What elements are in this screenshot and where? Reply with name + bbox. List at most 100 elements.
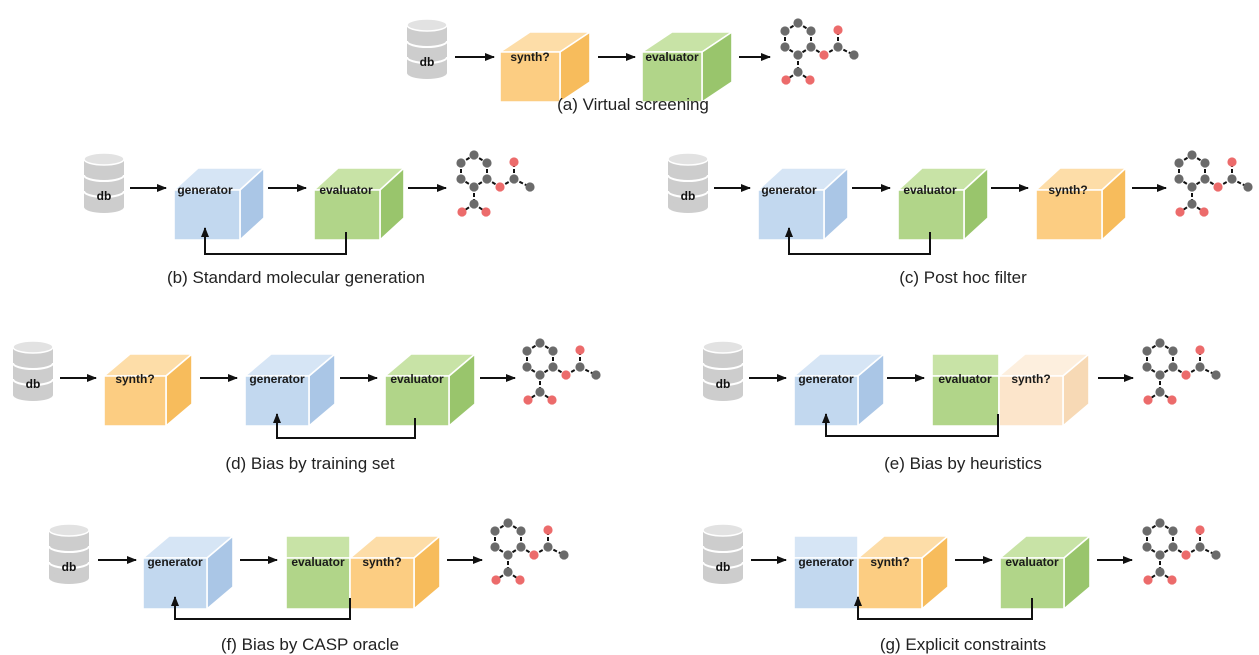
panel-b: db generator evaluator (b) Standard mole…	[83, 150, 535, 287]
carbon-atom	[1142, 346, 1152, 356]
molecule-icon	[1142, 518, 1221, 585]
oxygen-atom	[457, 207, 467, 217]
oxygen-atom	[1181, 550, 1191, 560]
db-band	[702, 545, 744, 553]
carbon-atom	[1243, 182, 1253, 192]
generator-label: generator	[761, 183, 817, 197]
carbon-atom	[522, 346, 532, 356]
db-top	[406, 18, 448, 32]
db-band	[83, 174, 125, 182]
db-label: db	[26, 377, 41, 391]
db-bottom	[407, 67, 447, 79]
evaluator-label: evaluator	[390, 372, 444, 386]
oxygen-atom	[805, 75, 815, 85]
molecule-icon	[780, 18, 859, 85]
synth-check-box	[349, 535, 441, 610]
molecule-icon	[1174, 150, 1253, 217]
carbon-atom	[456, 158, 466, 168]
generator-box	[244, 353, 336, 427]
oxygen-atom	[819, 50, 829, 60]
carbon-atom	[1155, 387, 1165, 397]
db-body	[49, 530, 89, 578]
feedback-loop-arrow	[201, 227, 347, 255]
carbon-atom	[490, 542, 500, 552]
carbon-atom	[1155, 567, 1165, 577]
carbon-atom	[1174, 158, 1184, 168]
caption-f: (f) Bias by CASP oracle	[221, 635, 399, 654]
db-band	[12, 378, 54, 386]
generator-box	[793, 535, 859, 610]
database-icon	[83, 152, 125, 213]
caption-d: (d) Bias by training set	[225, 454, 394, 473]
molecule-icon	[490, 518, 569, 585]
carbon-atom	[1211, 370, 1221, 380]
db-band	[667, 190, 709, 198]
carbon-atom	[1200, 174, 1210, 184]
caption-e: (e) Bias by heuristics	[884, 454, 1042, 473]
molecule-icon	[1142, 338, 1221, 405]
carbon-atom	[780, 26, 790, 36]
carbon-atom	[1187, 199, 1197, 209]
evaluator-box	[313, 167, 405, 241]
db-body	[407, 25, 447, 73]
carbon-atom	[548, 346, 558, 356]
carbon-atom	[1200, 158, 1210, 168]
oxygen-atom	[547, 395, 557, 405]
cube-front-face	[1035, 189, 1103, 241]
db-bottom	[703, 572, 743, 584]
carbon-atom	[780, 42, 790, 52]
generator-box	[142, 535, 234, 610]
cube-front-face	[313, 189, 381, 241]
feedback-loop-arrow	[854, 596, 1033, 620]
carbon-atom	[503, 550, 513, 560]
oxygen-atom	[1167, 575, 1177, 585]
carbon-atom	[1174, 174, 1184, 184]
db-body	[84, 159, 124, 207]
generator-label: generator	[798, 372, 854, 386]
cube-front-face	[998, 375, 1064, 427]
db-band	[12, 362, 54, 370]
caption-a: (a) Virtual screening	[557, 95, 709, 114]
oxygen-atom	[509, 157, 519, 167]
oxygen-atom	[495, 182, 505, 192]
carbon-atom	[806, 26, 816, 36]
carbon-atom	[793, 67, 803, 77]
caption-c: (c) Post hoc filter	[899, 268, 1027, 287]
db-top	[702, 340, 744, 354]
synth-check-label: synth?	[115, 372, 154, 386]
db-band	[48, 561, 90, 569]
db-top	[667, 152, 709, 166]
feedback-loop-arrow	[785, 227, 931, 255]
oxygen-atom	[833, 25, 843, 35]
carbon-atom	[490, 526, 500, 536]
db-label: db	[716, 560, 731, 574]
db-bottom	[49, 572, 89, 584]
oxygen-atom	[543, 525, 553, 535]
carbon-atom	[1155, 518, 1165, 528]
generator-box	[793, 353, 885, 427]
carbon-atom	[503, 567, 513, 577]
cube-front-face	[499, 51, 561, 103]
carbon-atom	[559, 550, 569, 560]
oxygen-atom	[1199, 207, 1209, 217]
database-icon	[702, 523, 744, 584]
db-label: db	[97, 189, 112, 203]
molecule-icon	[522, 338, 601, 405]
synth-check-box-faded	[998, 353, 1090, 427]
carbon-atom	[1187, 182, 1197, 192]
carbon-atom	[1168, 362, 1178, 372]
synth-check-box	[103, 353, 193, 427]
evaluator-label: evaluator	[645, 50, 699, 64]
carbon-atom	[509, 174, 519, 184]
oxygen-atom	[515, 575, 525, 585]
carbon-atom	[1211, 550, 1221, 560]
oxygen-atom	[1175, 207, 1185, 217]
carbon-atom	[1155, 338, 1165, 348]
database-icon	[702, 340, 744, 401]
db-band	[702, 378, 744, 386]
carbon-atom	[793, 18, 803, 28]
evaluator-label: evaluator	[938, 372, 992, 386]
db-bottom	[84, 201, 124, 213]
carbon-atom	[1195, 542, 1205, 552]
evaluator-label: evaluator	[903, 183, 957, 197]
